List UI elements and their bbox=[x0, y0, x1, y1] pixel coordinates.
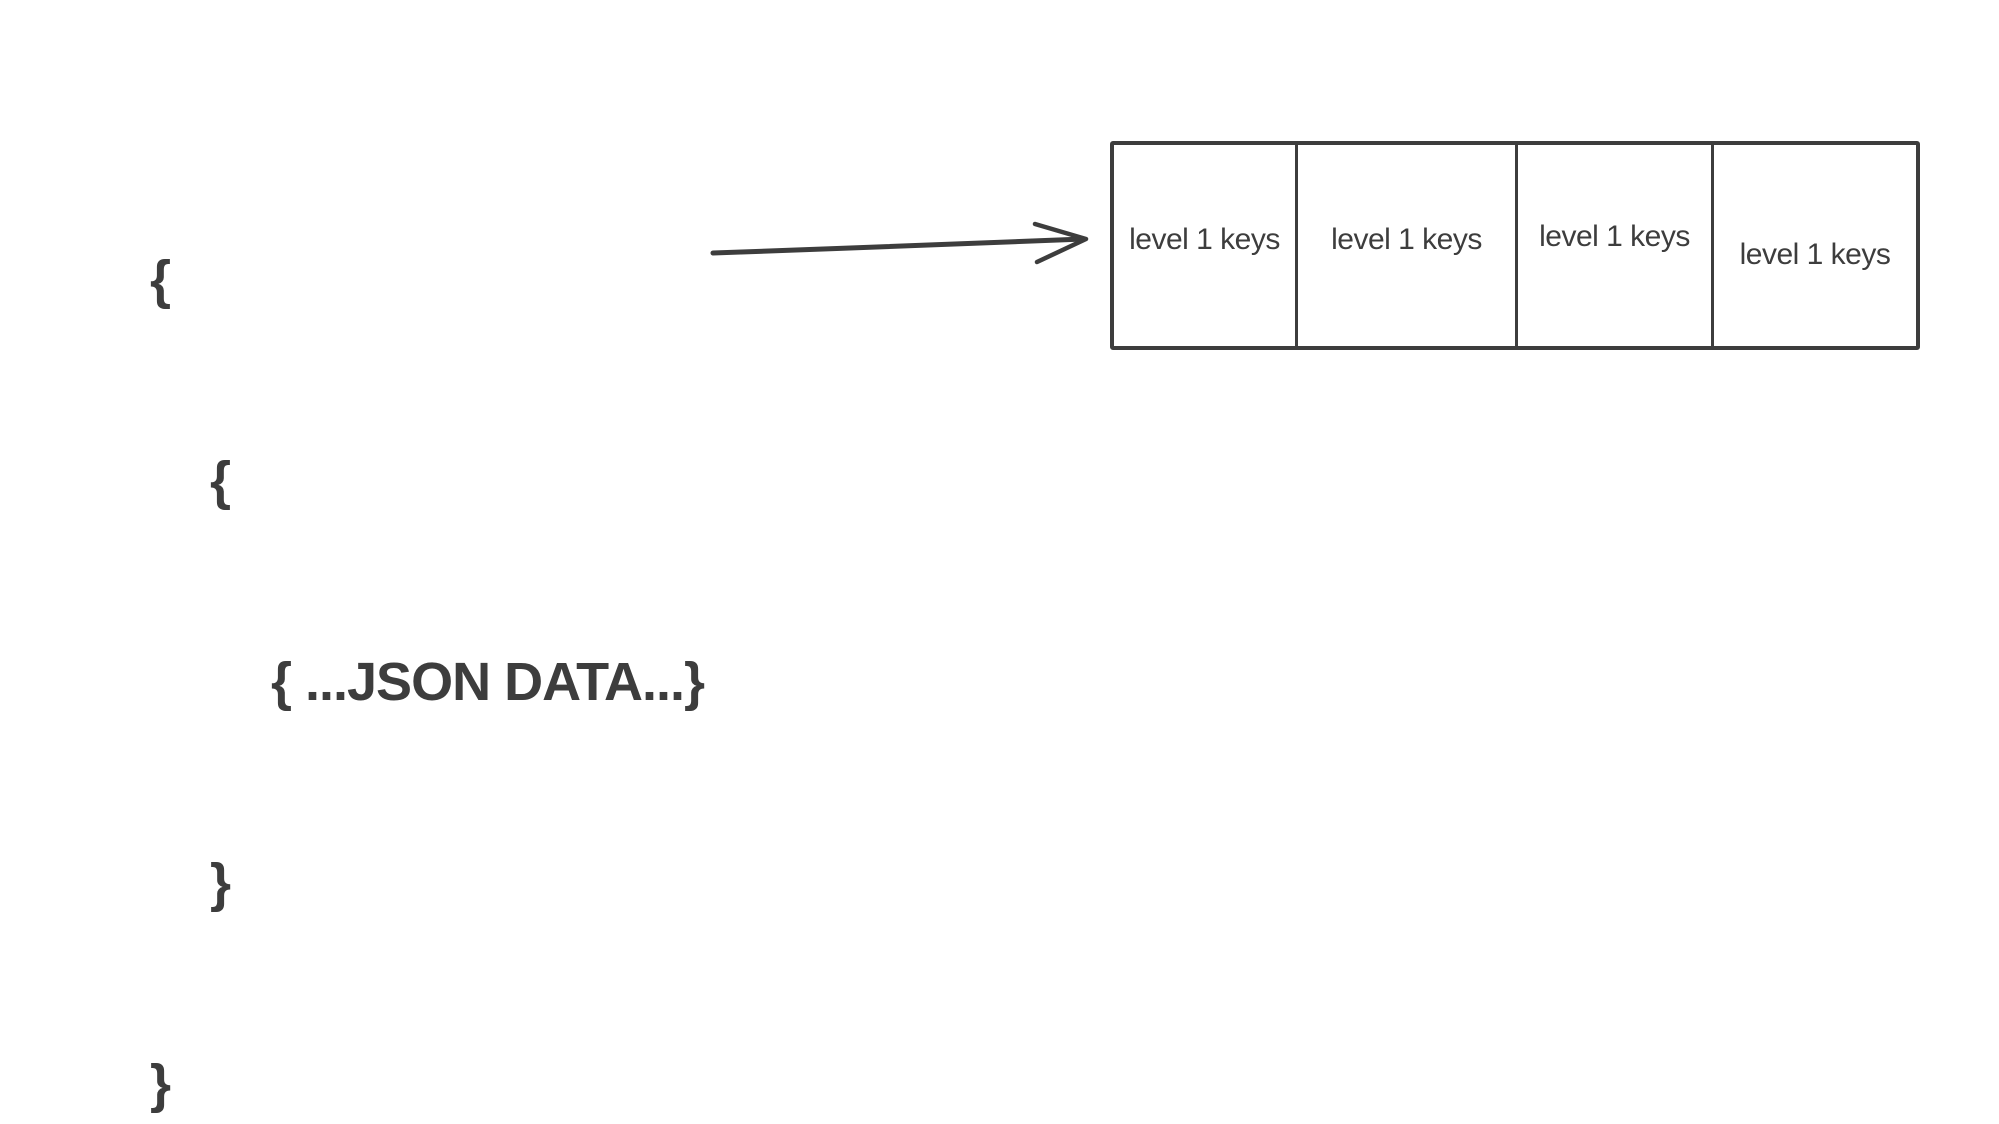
code-line-open-brace-2: { bbox=[210, 451, 232, 511]
cell-label: level 1 keys bbox=[1739, 237, 1891, 271]
code-line-close-brace-2: } bbox=[210, 853, 232, 913]
right-arrow-icon bbox=[710, 221, 1089, 265]
json-code-block: { { { ...JSON DATA...} } } bbox=[150, 118, 705, 1124]
table-cell: level 1 keys bbox=[1298, 145, 1518, 346]
code-line-open-brace-1: { bbox=[150, 250, 172, 310]
arrow-head bbox=[1032, 221, 1089, 265]
table-cell: level 1 keys bbox=[1518, 145, 1714, 346]
table-cell: level 1 keys bbox=[1114, 145, 1298, 346]
table-cell: level 1 keys bbox=[1714, 145, 1916, 346]
cell-label: level 1 keys bbox=[1539, 219, 1690, 253]
cell-label: level 1 keys bbox=[1331, 222, 1482, 256]
cell-label: level 1 keys bbox=[1129, 222, 1280, 256]
arrow-shaft bbox=[710, 236, 1087, 256]
level1-keys-table: level 1 keys level 1 keys level 1 keys l… bbox=[1110, 141, 1920, 350]
json-data-text: { ...JSON DATA...} bbox=[271, 652, 705, 712]
code-line-close-brace-1: } bbox=[150, 1054, 172, 1114]
diagram-canvas: { { { ...JSON DATA...} } } level 1 keys … bbox=[150, 141, 1920, 1114]
